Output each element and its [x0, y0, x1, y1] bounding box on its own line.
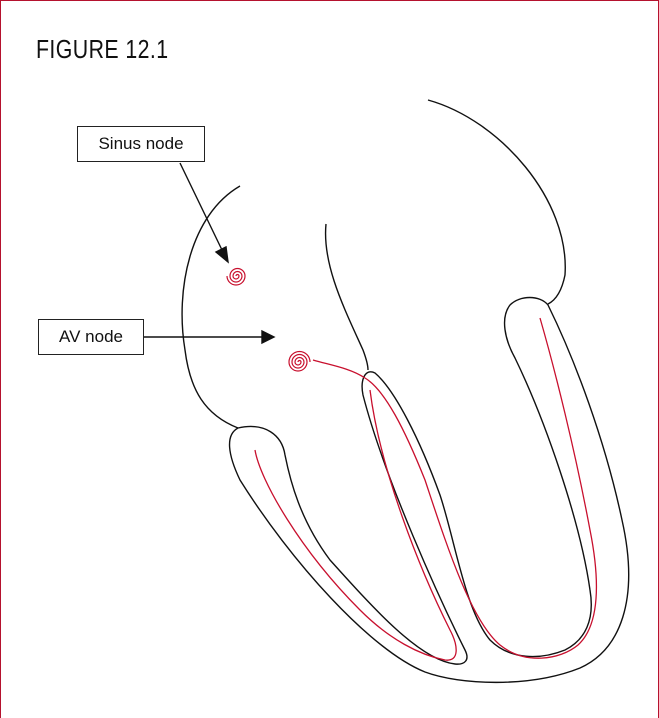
sinus-arrowhead	[216, 247, 228, 262]
sinus-node-label-text: Sinus node	[98, 134, 183, 154]
left-atrium-curve	[182, 186, 240, 428]
his-bundle-path	[313, 360, 365, 378]
leader-arrows	[144, 163, 274, 343]
septum-line	[326, 224, 368, 370]
av-node-label: AV node	[38, 319, 144, 355]
left-bundle-branch	[255, 390, 456, 660]
av-node-icon	[289, 352, 310, 371]
left-ventricle-wall	[230, 298, 629, 683]
right-bundle-branch	[365, 318, 596, 658]
sinus-node-icon	[227, 269, 245, 285]
av-arrowhead	[262, 331, 274, 343]
av-node-label-text: AV node	[59, 327, 123, 347]
atrium-outer-curve	[428, 100, 565, 304]
heart-outline	[182, 100, 629, 682]
sinus-node-label: Sinus node	[77, 126, 205, 162]
conduction-system	[255, 318, 596, 660]
